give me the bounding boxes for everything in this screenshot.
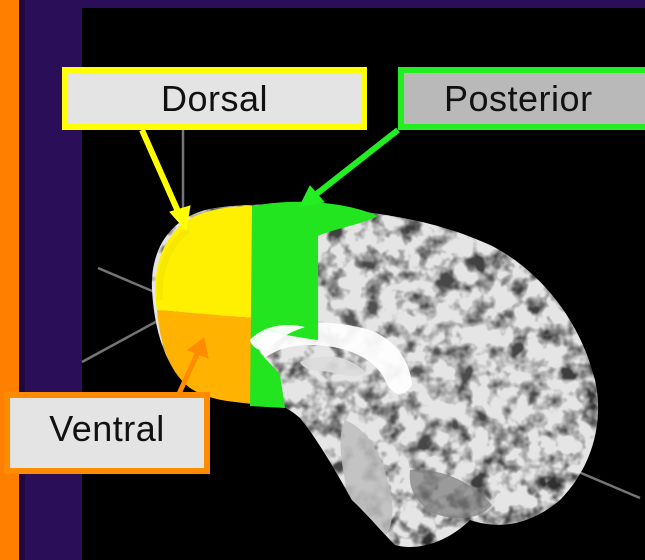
ventral-label: Ventral [4,392,210,474]
posterior-arrow [300,130,398,206]
posterior-label-text: Posterior [444,78,593,120]
dorsal-label: Dorsal [62,67,367,130]
ventral-label-text: Ventral [49,408,165,450]
dorsal-label-text: Dorsal [161,78,268,120]
dorsal-region [155,206,252,318]
posterior-label: Posterior [398,67,645,130]
